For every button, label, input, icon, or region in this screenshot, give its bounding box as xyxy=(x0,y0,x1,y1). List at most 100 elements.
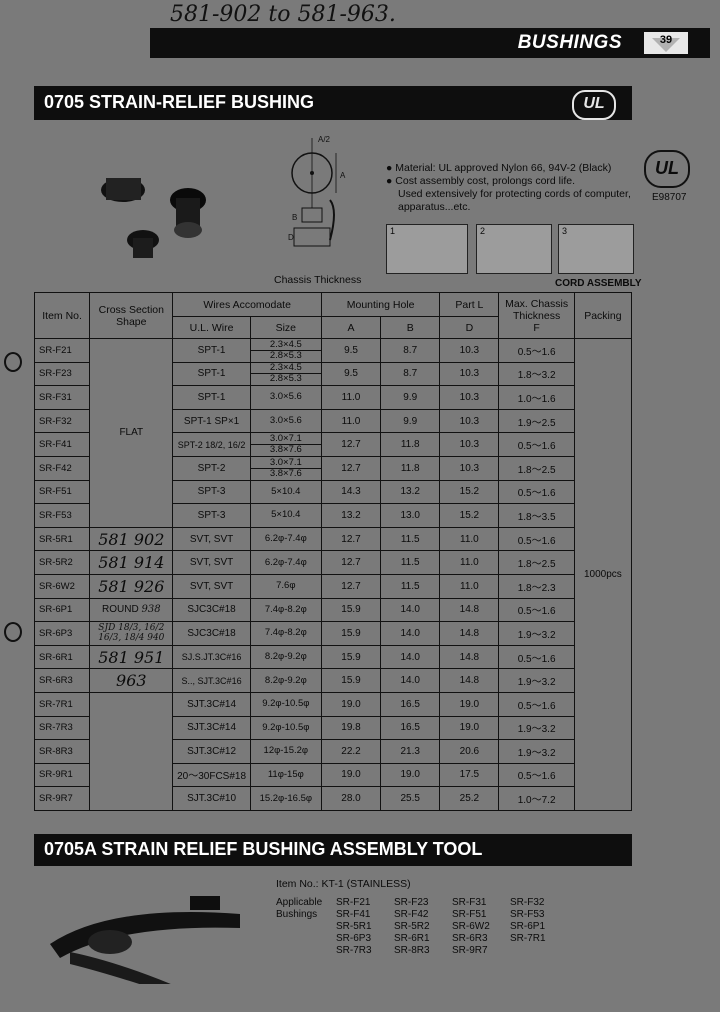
handwritten-note: 581 914 xyxy=(89,550,174,575)
d-cell: 20.6 xyxy=(439,739,500,764)
size-value: 11φ-15φ xyxy=(267,768,304,780)
size-value: 5×10.4 xyxy=(271,485,301,497)
size-value: 3.0×7.1 xyxy=(250,457,321,469)
handwritten-note: 581 951 xyxy=(89,644,174,670)
col-wires: Wires Accomodate xyxy=(172,292,322,317)
b-cell: 19.0 xyxy=(380,762,441,788)
ul-cell: 20～30FCS#18 xyxy=(172,762,251,788)
handwritten-note: 940 xyxy=(147,633,165,644)
ul-cell: SPT-2 18/2, 16/2 xyxy=(172,432,251,457)
b-cell: 11.5 xyxy=(380,550,441,575)
f-cell: 1.9～3.2 xyxy=(498,668,575,693)
d-cell: 19.0 xyxy=(439,691,500,717)
d-cell: 25.2 xyxy=(439,786,500,811)
feature-usage: Used extensively for protecting cords of… xyxy=(398,188,631,213)
d-cell: 11.0 xyxy=(439,526,500,552)
a-cell: 15.9 xyxy=(320,668,382,693)
a-cell: 15.9 xyxy=(320,621,382,646)
f-cell: 1.8～3.2 xyxy=(498,361,575,387)
applicable-item: SR-6R1 xyxy=(394,933,430,944)
chassis-thickness-label: Chassis Thickness xyxy=(274,274,362,286)
b-cell: 8.7 xyxy=(380,338,441,363)
col-item: Item No. xyxy=(33,292,91,339)
ul-cell: SVT, SVT xyxy=(172,526,251,552)
b-cell: 8.7 xyxy=(380,361,441,387)
col-shape: Cross Section Shape xyxy=(89,292,174,339)
table-row: SR-6P1 ROUND 938 SJC3C#18 7.4φ-8.2φ 15.9… xyxy=(33,597,632,623)
table-row: SR-8R3 SJT.3C#12 12φ-15.2φ 22.2 21.3 20.… xyxy=(33,739,632,764)
item-cell: SR-9R1 xyxy=(33,762,91,788)
size-cell: 8.2φ-9.2φ xyxy=(249,644,322,670)
item-cell: SR-6W2 xyxy=(33,573,91,599)
f-cell: 1.9～2.5 xyxy=(498,408,575,434)
handwritten-note: 963 xyxy=(89,668,174,693)
applicable-item: SR-6W2 xyxy=(452,921,490,932)
f-cell: 1.9～3.2 xyxy=(498,621,575,646)
svg-text:D: D xyxy=(288,233,294,242)
table-row: SR-F51 SPT-3 5×10.4 14.3 13.2 15.2 0.5～1… xyxy=(33,479,632,505)
applicable-item: SR-F41 xyxy=(336,909,371,920)
applicable-item: SR-6R3 xyxy=(452,933,488,944)
a-cell: 22.2 xyxy=(320,739,382,764)
size-value: 3.0×7.1 xyxy=(250,434,321,446)
d-cell: 17.5 xyxy=(439,762,500,788)
handwritten-note: 581 926 xyxy=(89,573,174,599)
ul-cell: SVT, SVT xyxy=(172,573,251,599)
size-value: 6.2φ-7.4φ xyxy=(264,556,307,568)
applicable-table: SR-F21 SR-F23 SR-F31 SR-F32 SR-F41 SR-F4… xyxy=(336,897,568,957)
section-title: 0705 STRAIN-RELIEF BUSHING xyxy=(44,92,315,112)
size-cell: 11φ-15φ xyxy=(249,762,322,788)
a-cell: 9.5 xyxy=(320,338,382,363)
b-cell: 11.5 xyxy=(380,573,441,599)
applicable-item: SR-F31 xyxy=(452,897,487,908)
b-cell: 9.9 xyxy=(380,408,441,434)
item-cell: SR-7R1 xyxy=(33,691,91,717)
step-number: 1 xyxy=(390,226,396,236)
d-cell: 10.3 xyxy=(439,432,500,457)
ul-cell: SPT-1 xyxy=(172,338,251,363)
a-cell: 13.2 xyxy=(320,503,382,528)
f-cell: 0.5～1.6 xyxy=(498,479,575,505)
round-label: ROUND xyxy=(102,604,139,616)
tool-item-label: Item No.: xyxy=(276,878,319,890)
table-row: SR-7R1 SJT.3C#14 9.2φ-10.5φ 19.0 16.5 19… xyxy=(33,691,632,811)
f-cell: 0.5～1.6 xyxy=(498,432,575,457)
applicable-item: SR-5R2 xyxy=(394,921,430,932)
applicable-row: SR-F21 SR-F23 SR-F31 SR-F32 xyxy=(336,897,568,909)
size-cell: 5×10.4 xyxy=(249,503,322,528)
item-cell: SR-9R7 xyxy=(33,786,91,811)
shape-flat-cell: FLAT xyxy=(89,338,174,528)
table-row: SR-6W2 581 926 SVT, SVT 7.6φ 12.7 11.5 1… xyxy=(33,573,632,599)
dimension-diagram: A A/2 B D Chassis Thickness xyxy=(272,128,382,286)
b-cell: 14.0 xyxy=(380,597,441,623)
table-row: SR-6R3 963 S.., SJT.3C#16 8.2φ-9.2φ 15.9… xyxy=(33,668,632,693)
feature-cost: ● Cost assembly cost, prolongs cord life… xyxy=(386,175,576,187)
feature-list: ● Material: UL approved Nylon 66, 94V-2 … xyxy=(386,162,636,214)
item-cell: SR-6P3 xyxy=(33,621,91,646)
table-row: SR-6R1 581 951 SJ.S.JT.3C#16 8.2φ-9.2φ 1… xyxy=(33,644,632,670)
feature-text: Material: UL approved Nylon 66, 94V-2 (B… xyxy=(395,162,612,174)
size-value: 8.2φ-9.2φ xyxy=(264,674,307,686)
b-cell: 13.2 xyxy=(380,479,441,505)
a-cell: 12.7 xyxy=(320,455,382,481)
bushings-label: Bushings xyxy=(276,909,318,920)
ul-cell: SPT-1 xyxy=(172,361,251,387)
size-cell: 8.2φ-9.2φ xyxy=(249,668,322,693)
shape-cell-empty xyxy=(89,691,174,811)
applicable-item: SR-F42 xyxy=(394,909,429,920)
b-cell: 11.8 xyxy=(380,455,441,481)
item-cell: SR-F23 xyxy=(33,361,91,387)
ul-cell: SPT-1 xyxy=(172,385,251,410)
size-value: 9.2φ-10.5φ xyxy=(262,721,310,733)
applicable-block: Applicable Bushings SR-F21 SR-F23 SR-F31… xyxy=(276,897,568,957)
d-cell: 10.3 xyxy=(439,455,500,481)
ul-cell: SJ.S.JT.3C#16 xyxy=(172,644,251,670)
item-cell: SR-F32 xyxy=(33,408,91,434)
table-row: SR-5R1 581 902 SVT, SVT 6.2φ-7.4φ 12.7 1… xyxy=(33,526,632,552)
